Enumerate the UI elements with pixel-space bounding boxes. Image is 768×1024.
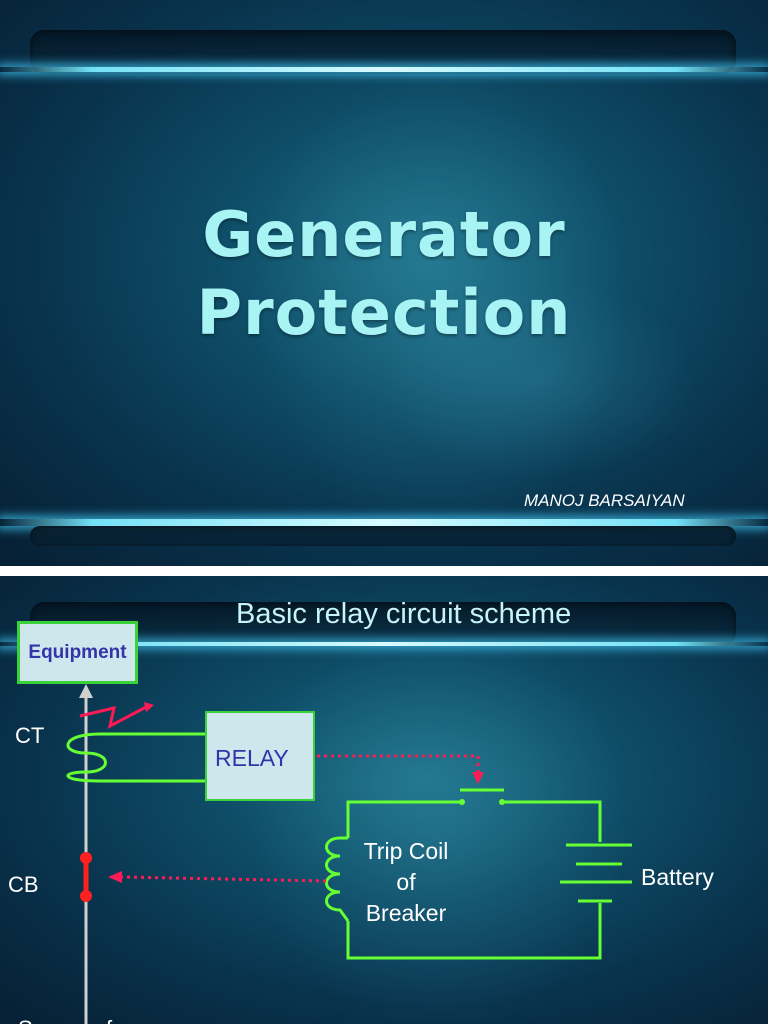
relay-circuit-diagram bbox=[66, 684, 632, 1024]
trip-coil bbox=[325, 836, 350, 922]
top-header-bar bbox=[30, 602, 736, 646]
fault-arrow-head bbox=[144, 702, 154, 712]
trip-circuit-top-right bbox=[502, 800, 602, 842]
relay-box: RELAY bbox=[205, 711, 315, 801]
slide-title: Basic relay circuit scheme bbox=[236, 598, 572, 630]
slide-title-line2: Protection bbox=[196, 276, 572, 349]
trip-signal-line bbox=[121, 875, 327, 883]
trip-coil-line3: Breaker bbox=[365, 900, 447, 926]
cb-contact-top bbox=[80, 852, 92, 864]
slide-title-line1: Generator bbox=[202, 198, 566, 271]
trip-signal-arrow bbox=[108, 871, 122, 883]
bottom-light-streak bbox=[0, 519, 768, 526]
relay-signal-line bbox=[317, 754, 480, 773]
ct-coil bbox=[66, 732, 107, 783]
cb-label: CB bbox=[8, 872, 39, 897]
source-label-cut: Source of bbox=[18, 1016, 112, 1024]
equipment-box: Equipment bbox=[17, 621, 138, 684]
top-light-streak bbox=[0, 67, 768, 72]
trip-coil-line2: of bbox=[396, 869, 416, 895]
circuit-slide: Basic relay circuit scheme bbox=[0, 576, 768, 1024]
author-name: MANOJ BARSAIYAN bbox=[524, 491, 685, 510]
background-glow bbox=[250, 60, 630, 540]
conductor-arrow-up bbox=[79, 684, 93, 698]
cb-contact-bottom bbox=[80, 890, 92, 902]
top-header-bar bbox=[30, 30, 736, 74]
relay-signal-arrow bbox=[472, 772, 484, 784]
contact-point-left bbox=[459, 799, 465, 805]
background-glow bbox=[380, 280, 700, 480]
ct-label: CT bbox=[15, 723, 45, 748]
trip-circuit-top-left bbox=[346, 800, 462, 838]
fault-zigzag bbox=[79, 704, 149, 729]
trip-circuit-bottom bbox=[346, 903, 602, 960]
bottom-footer-bar bbox=[30, 526, 736, 546]
background-glow bbox=[250, 616, 630, 1024]
battery-label: Battery bbox=[641, 864, 714, 890]
top-light-streak bbox=[0, 642, 768, 646]
title-slide: Generator Protection MANOJ BARSAIYAN bbox=[0, 0, 768, 566]
slide-separator bbox=[0, 566, 768, 576]
trip-coil-line1: Trip Coil bbox=[363, 838, 449, 864]
trip-coil-label: Trip Coil of Breaker bbox=[350, 836, 462, 929]
